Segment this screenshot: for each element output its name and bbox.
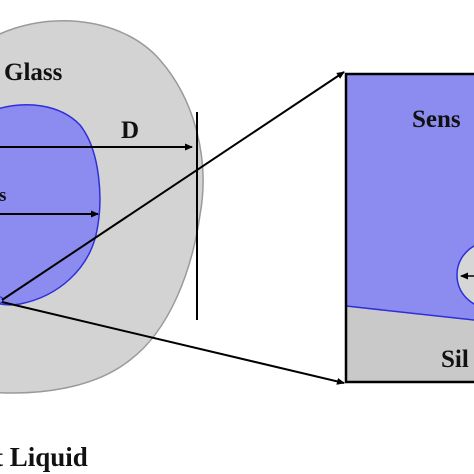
inset-sensing-label: Sens [412, 106, 461, 133]
magnified-inset [346, 74, 474, 382]
diameter-label: D [121, 117, 139, 144]
inset-silica-region [346, 306, 474, 382]
inset-silica-label: Sil [441, 346, 469, 373]
inset-interface-line [346, 305, 474, 321]
liquid-label: t Liquid [0, 442, 88, 472]
radius-label-fragment: s [0, 185, 6, 206]
zoom-line-upper [1, 71, 345, 301]
zoom-line-lower [1, 301, 345, 385]
glass-label: Glass [4, 59, 63, 86]
inset-frame [344, 72, 474, 384]
